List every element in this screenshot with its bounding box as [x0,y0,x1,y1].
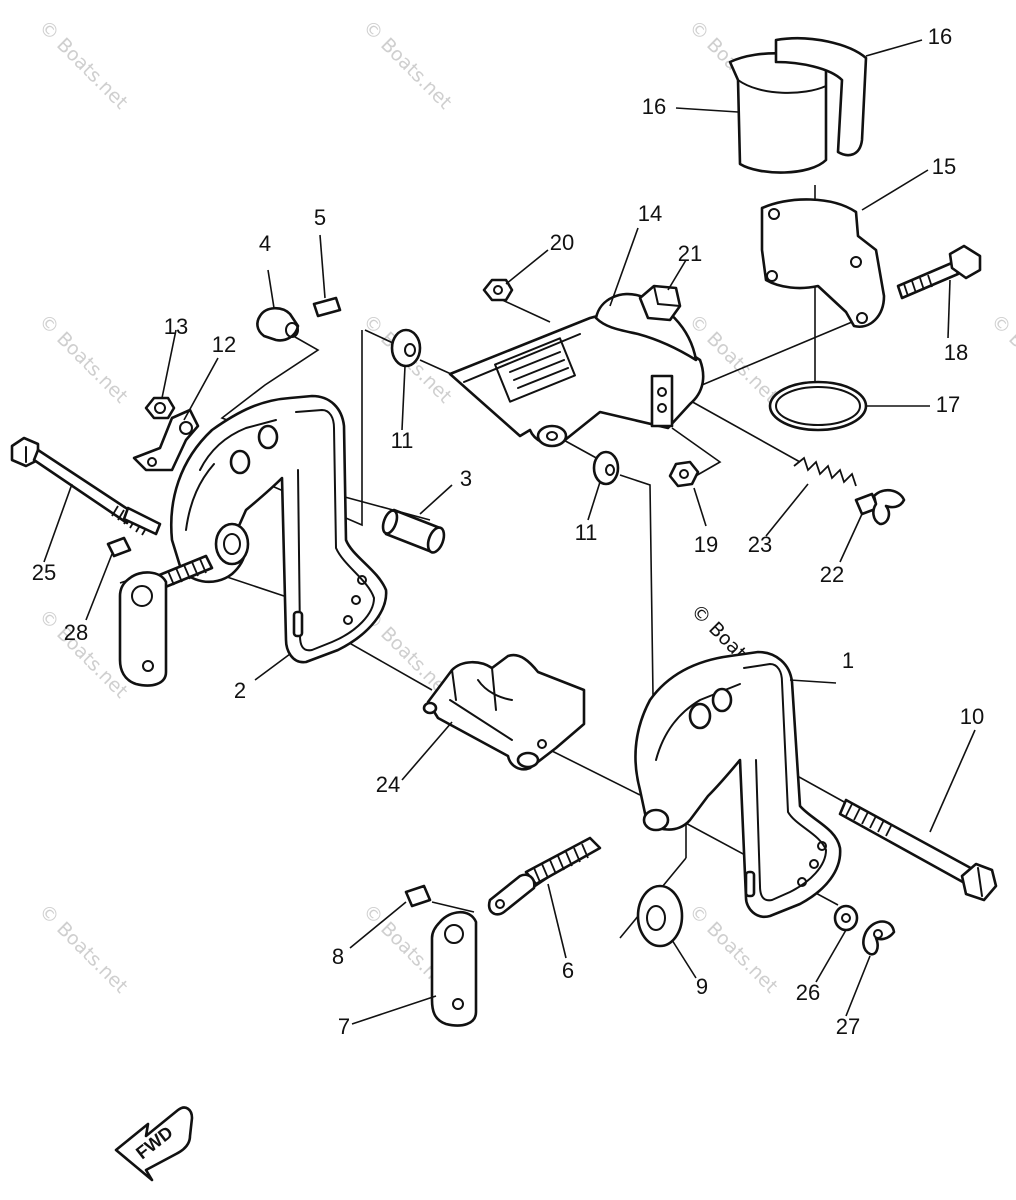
part-26-washer [833,904,859,932]
part-11-washer-lower [592,450,620,486]
part-22-wing-bolt [854,488,906,526]
callout-28: 28 [64,620,88,645]
part-clamp-handle-left [118,571,168,687]
part-3-tilt-pin [381,508,446,554]
callout-leaders [43,39,976,1025]
part-10-through-bolt [838,798,998,902]
part-6-clamp-screw [487,836,602,916]
part-23-spring [793,456,857,487]
callout-10: 10 [960,704,984,729]
callout-20: 20 [550,230,574,255]
callout-17: 17 [936,392,960,417]
part-4-grease-nipple [256,306,300,342]
callout-13: 13 [164,314,188,339]
callout-16: 16 [928,24,952,49]
part-15-upper-mount [760,198,886,328]
part-21-stopper [638,284,682,322]
watermark: © Boats.net [358,16,456,114]
part-24-swivel-block [422,653,586,771]
part-8-pin [404,884,432,908]
part-11-washer-upper [390,328,422,368]
callout-19: 19 [694,532,718,557]
callout-25: 25 [32,560,56,585]
part-13-nut [144,396,176,420]
callout-7: 7 [338,1014,350,1039]
callout-15: 15 [932,154,956,179]
callout-11: 11 [575,520,598,545]
callout-23: 23 [748,532,772,557]
part-7-clamp-handle [430,910,478,1027]
callout-8: 8 [332,944,344,969]
callout-14: 14 [638,201,662,226]
part-28-pin [106,536,132,558]
part-16-bushing-left [728,52,828,174]
callout-labels: 1 2 3 4 5 6 7 8 9 10 11 11 12 13 14 15 1… [32,24,984,1039]
part-20-nut [482,278,514,302]
watermark: © Boats.net [986,310,1016,408]
part-17-o-ring [768,380,868,432]
callout-22: 22 [820,562,844,587]
callout-12: 12 [212,332,236,357]
part-9-clamp-pad [636,884,684,948]
callout-4: 4 [259,231,271,256]
part-5-pin [312,296,342,318]
callout-26: 26 [796,980,820,1005]
part-2-clamp-bracket-left [170,394,388,664]
callout-27: 27 [836,1014,860,1039]
part-27-wing-nut [862,920,896,956]
callout-18: 18 [944,340,968,365]
callout-1: 1 [842,648,854,673]
part-1-clamp-bracket-right [634,650,842,919]
part-12-plate [132,408,200,472]
callout-5: 5 [314,205,326,230]
watermark: © Boats.net [34,16,132,114]
watermark: © Boats.net [34,310,132,408]
part-14-swivel-bracket [448,292,705,448]
callout-3: 3 [460,466,472,491]
callout-24: 24 [376,772,400,797]
callout-9: 9 [696,974,708,999]
callout-6: 6 [562,958,574,983]
fwd-direction-arrow: FWD [114,1106,194,1182]
part-16-bushing-right [774,36,868,157]
part-18-bolt [896,244,982,300]
watermark: © Boats.net [34,900,132,998]
part-19-nut [668,460,700,488]
callout-2: 2 [234,678,246,703]
callout-16: 16 [642,94,666,119]
callout-21: 21 [678,241,702,266]
part-25-clamp-bolt [10,436,162,536]
callout-11: 11 [391,428,414,453]
